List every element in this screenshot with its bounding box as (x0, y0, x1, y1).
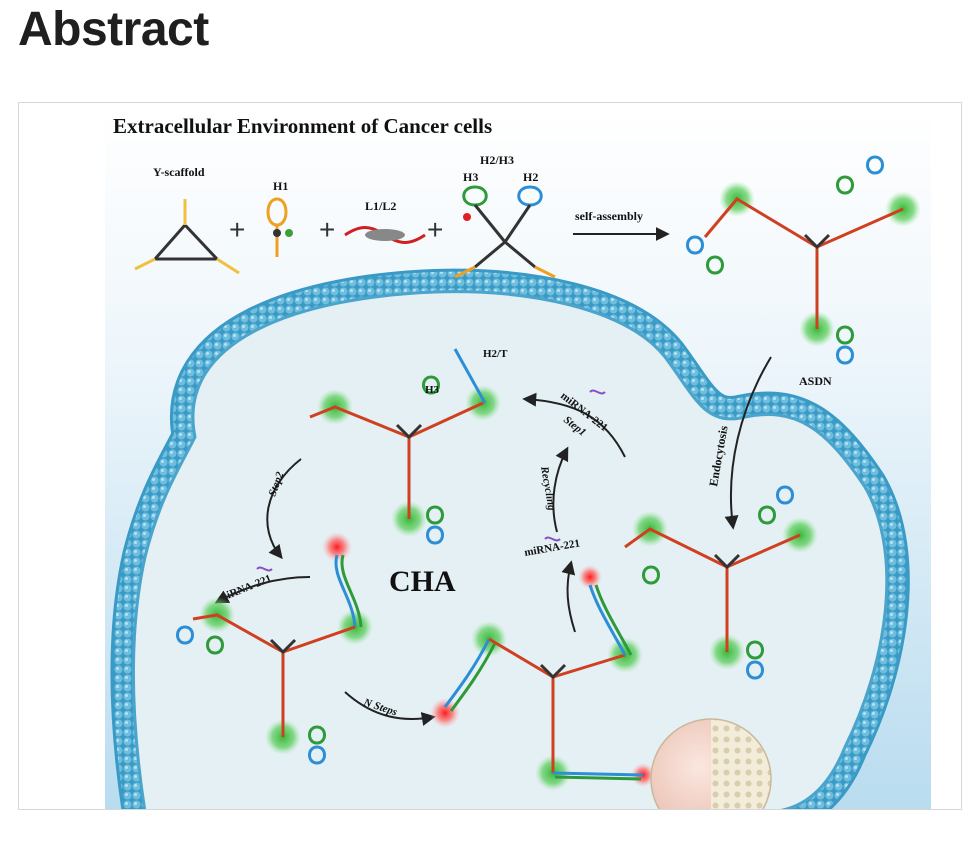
label-h3: H3 (463, 170, 478, 184)
graphical-abstract: Extracellular Environment of Cancer cell… (105, 107, 931, 809)
section-heading: Abstract (18, 3, 209, 56)
label-y-scaffold: Y-scaffold (153, 165, 205, 179)
label-h1: H1 (273, 179, 288, 193)
figure-title: Extracellular Environment of Cancer cell… (113, 114, 492, 138)
component-l1l2: L1/L2 (344, 199, 426, 244)
label-cha: CHA (389, 565, 456, 598)
label-h2t: H2/T (483, 348, 508, 360)
label-l1l2: L1/L2 (365, 199, 396, 213)
component-h1: H1 (266, 179, 293, 257)
label-h3-inner: H3 (425, 384, 440, 396)
plus-2: + (319, 214, 335, 245)
mid-up-arrow (561, 560, 576, 633)
self-assembly-arrow: self-assembly (573, 209, 670, 241)
component-y-scaffold: Y-scaffold (134, 165, 240, 275)
label-h2: H2 (523, 170, 538, 184)
inner-structure-right (624, 485, 818, 680)
cell-membrane (110, 268, 910, 809)
inner-structure-left (176, 532, 373, 765)
label-h2h3: H2/H3 (480, 153, 514, 167)
inner-structure-top: H2/T H3 (309, 348, 508, 545)
label-self-assembly: self-assembly (575, 209, 643, 223)
plus-3: + (427, 214, 443, 245)
plus-1: + (229, 214, 245, 245)
figure-frame: Extracellular Environment of Cancer cell… (18, 102, 962, 810)
component-h2h3: H2/H3 H3 H2 (454, 153, 556, 279)
nanoparticle-sphere (650, 718, 772, 809)
asdn-structure: ASDN (686, 155, 921, 388)
mirna-strand-mid (544, 536, 561, 542)
inner-structure-bottom (430, 565, 655, 791)
label-asdn: ASDN (799, 374, 832, 388)
